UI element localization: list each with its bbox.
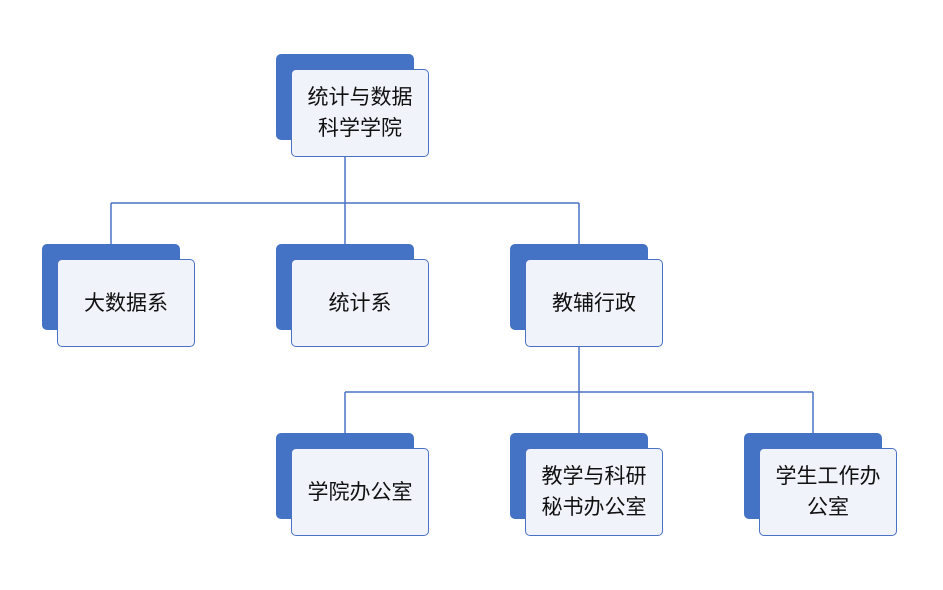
node-card: 大数据系 [57,259,195,347]
node-card: 统计与数据科学学院 [291,69,429,157]
node-label-dean-office: 学院办公室 [307,479,413,504]
node-label-statistics: 统计系 [328,290,392,315]
node-label-student-office: 学生工作办公室 [775,464,881,519]
node-card: 统计系 [291,259,429,347]
node-label-admin: 教辅行政 [552,290,636,315]
node-card: 学院办公室 [291,448,429,536]
node-label-root: 统计与数据科学学院 [307,85,413,140]
node-statistics: 统计系 [276,244,431,350]
node-card: 学生工作办公室 [759,448,897,536]
node-label-teaching-secretary: 教学与科研秘书办公室 [541,464,647,519]
node-dean-office: 学院办公室 [276,433,431,539]
node-card: 教辅行政 [525,259,663,347]
node-teaching-secretary: 教学与科研秘书办公室 [510,433,665,539]
node-admin: 教辅行政 [510,244,665,350]
node-label-big-data: 大数据系 [84,290,168,315]
node-card: 教学与科研秘书办公室 [525,448,663,536]
node-big-data: 大数据系 [42,244,197,350]
node-root: 统计与数据科学学院 [276,54,431,160]
node-student-office: 学生工作办公室 [744,433,899,539]
